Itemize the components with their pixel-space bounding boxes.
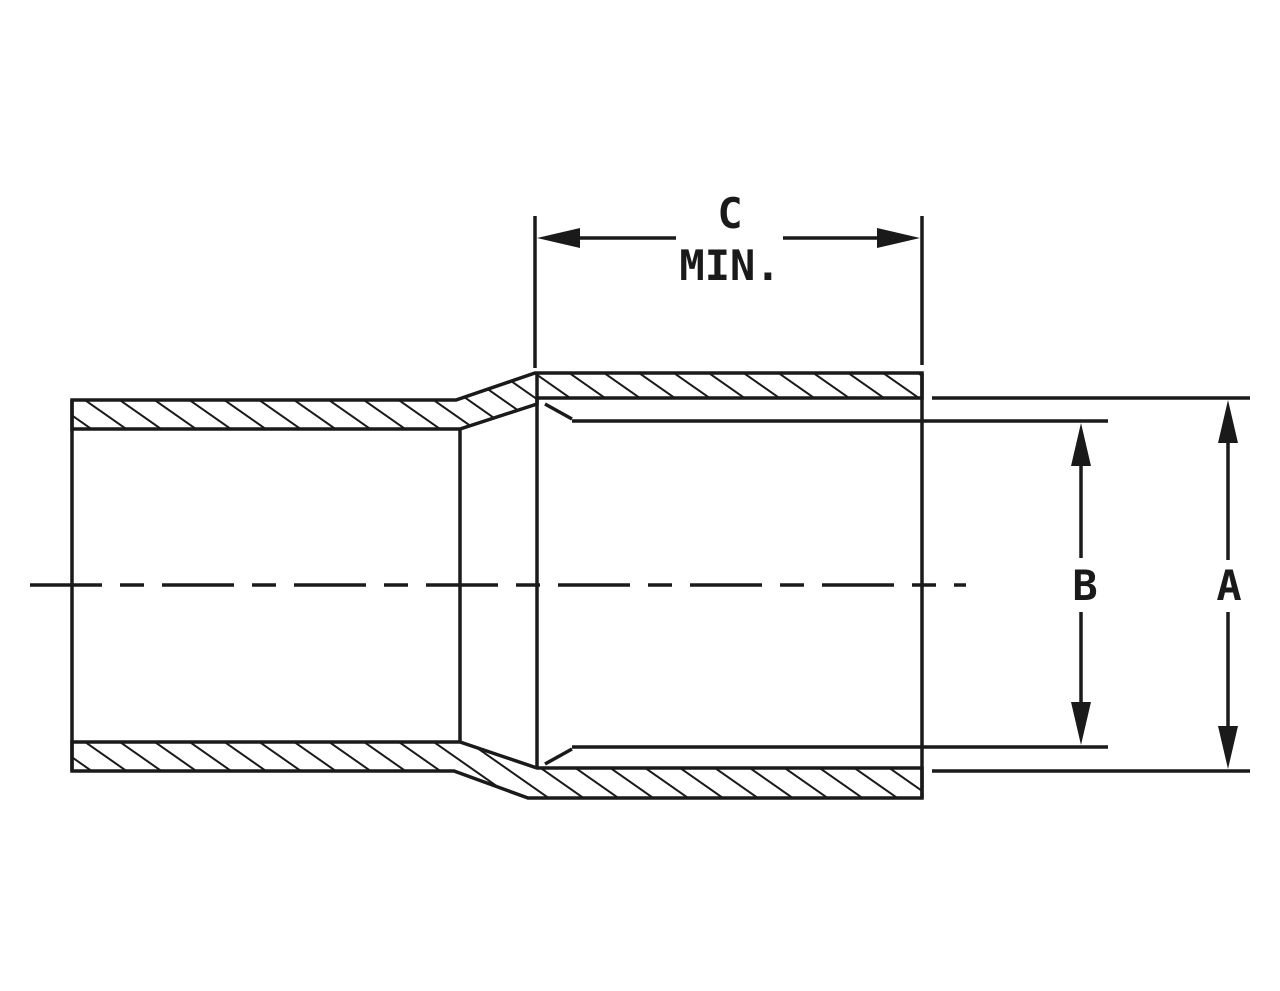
b-arrow-down xyxy=(1071,702,1091,745)
dim-a-label: A xyxy=(1216,561,1241,610)
dim-c-min-label: MIN. xyxy=(679,241,780,290)
b-arrow-up xyxy=(1071,423,1091,466)
c-arrow-right xyxy=(877,228,920,248)
socket-top-chamfer xyxy=(544,402,573,421)
a-arrow-down xyxy=(1218,726,1238,769)
c-arrow-left xyxy=(537,228,580,248)
dim-b-label: B xyxy=(1072,561,1097,610)
top-wall-small-section xyxy=(70,371,924,431)
socket-bottom-chamfer xyxy=(544,747,573,766)
bottom-wall-section xyxy=(70,740,924,800)
dim-c-label: C xyxy=(717,189,742,238)
a-arrow-up xyxy=(1218,400,1238,443)
